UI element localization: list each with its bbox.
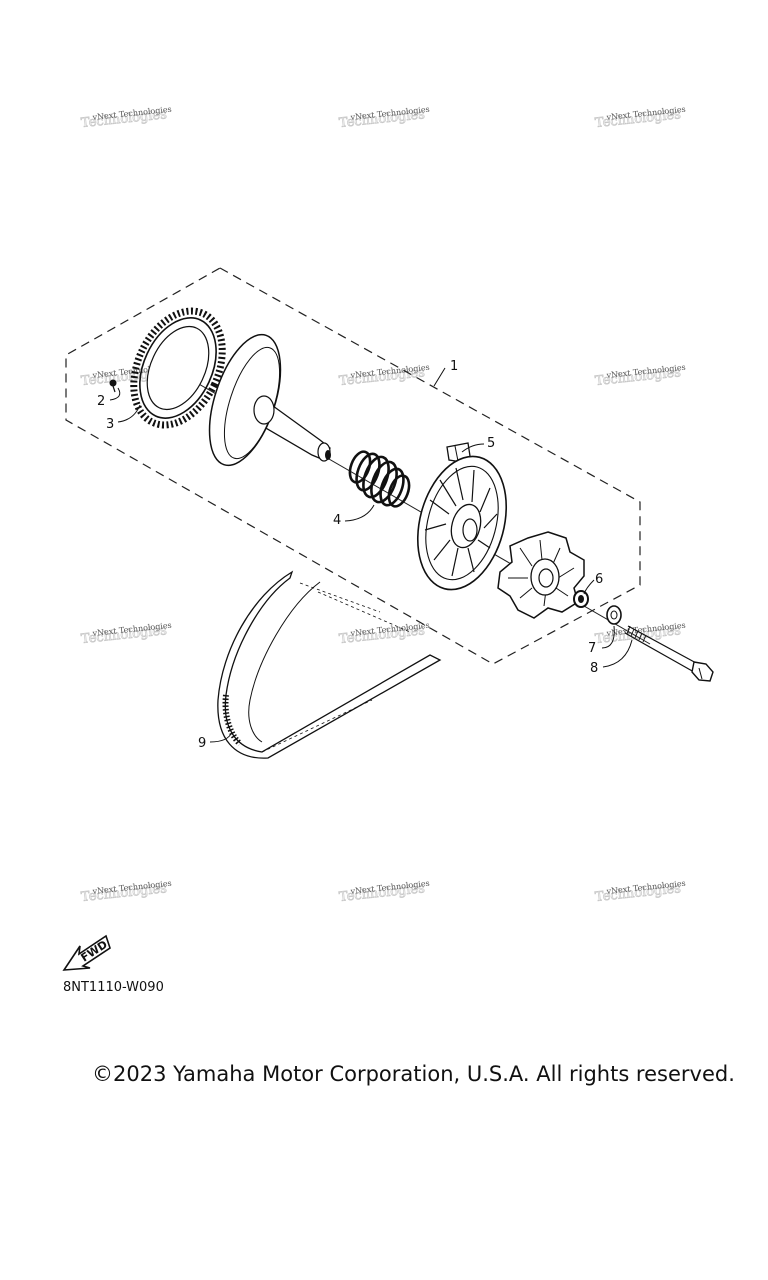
callouts: 1 2 3 4 5 6 7 8 9 bbox=[97, 359, 603, 751]
washer bbox=[606, 605, 622, 625]
bolt bbox=[624, 625, 714, 682]
assembly-boundary bbox=[65, 267, 641, 665]
watermark: Technologies vNext Technologies bbox=[594, 879, 686, 906]
watermark: Technologies vNext Technologies bbox=[594, 363, 686, 390]
callout-6: 6 bbox=[595, 572, 603, 587]
watermark: Technologies vNext Technologies bbox=[80, 105, 172, 132]
callout-8: 8 bbox=[590, 661, 598, 676]
v-belt bbox=[217, 570, 442, 759]
primary-sheave bbox=[208, 333, 331, 467]
callout-4: 4 bbox=[333, 513, 341, 528]
watermark: Technologies vNext Technologies bbox=[338, 621, 430, 648]
watermark: Technologies vNext Technologies bbox=[338, 879, 430, 906]
callout-1: 1 bbox=[450, 359, 458, 374]
watermark: Technologies vNext Technologies bbox=[338, 105, 430, 132]
diagram-part-code: 8NT1110-W090 bbox=[63, 980, 164, 995]
callout-2: 2 bbox=[97, 394, 105, 409]
leader-lines bbox=[109, 367, 633, 743]
callout-9: 9 bbox=[198, 736, 206, 751]
fwd-arrow-icon: FWD bbox=[62, 934, 111, 971]
watermark: Technologies vNext Technologies bbox=[594, 105, 686, 132]
screw bbox=[109, 379, 117, 393]
callout-7: 7 bbox=[588, 641, 596, 656]
watermark: Technologies vNext Technologies bbox=[594, 621, 686, 648]
watermark: Technologies vNext Technologies bbox=[80, 879, 172, 906]
watermark: Technologies vNext Technologies bbox=[80, 621, 172, 648]
cam-plate bbox=[497, 531, 585, 619]
fwd-label: FWD bbox=[79, 938, 110, 965]
sliding-sheave bbox=[416, 455, 508, 591]
watermark: Technologies vNext Technologies bbox=[338, 363, 430, 390]
compression-spring bbox=[348, 450, 411, 508]
copyright-notice: ©2023 Yamaha Motor Corporation, U.S.A. A… bbox=[92, 1062, 735, 1086]
ring-gear bbox=[130, 307, 226, 429]
callout-3: 3 bbox=[106, 417, 114, 432]
callout-5: 5 bbox=[487, 436, 495, 451]
collar bbox=[573, 590, 589, 608]
